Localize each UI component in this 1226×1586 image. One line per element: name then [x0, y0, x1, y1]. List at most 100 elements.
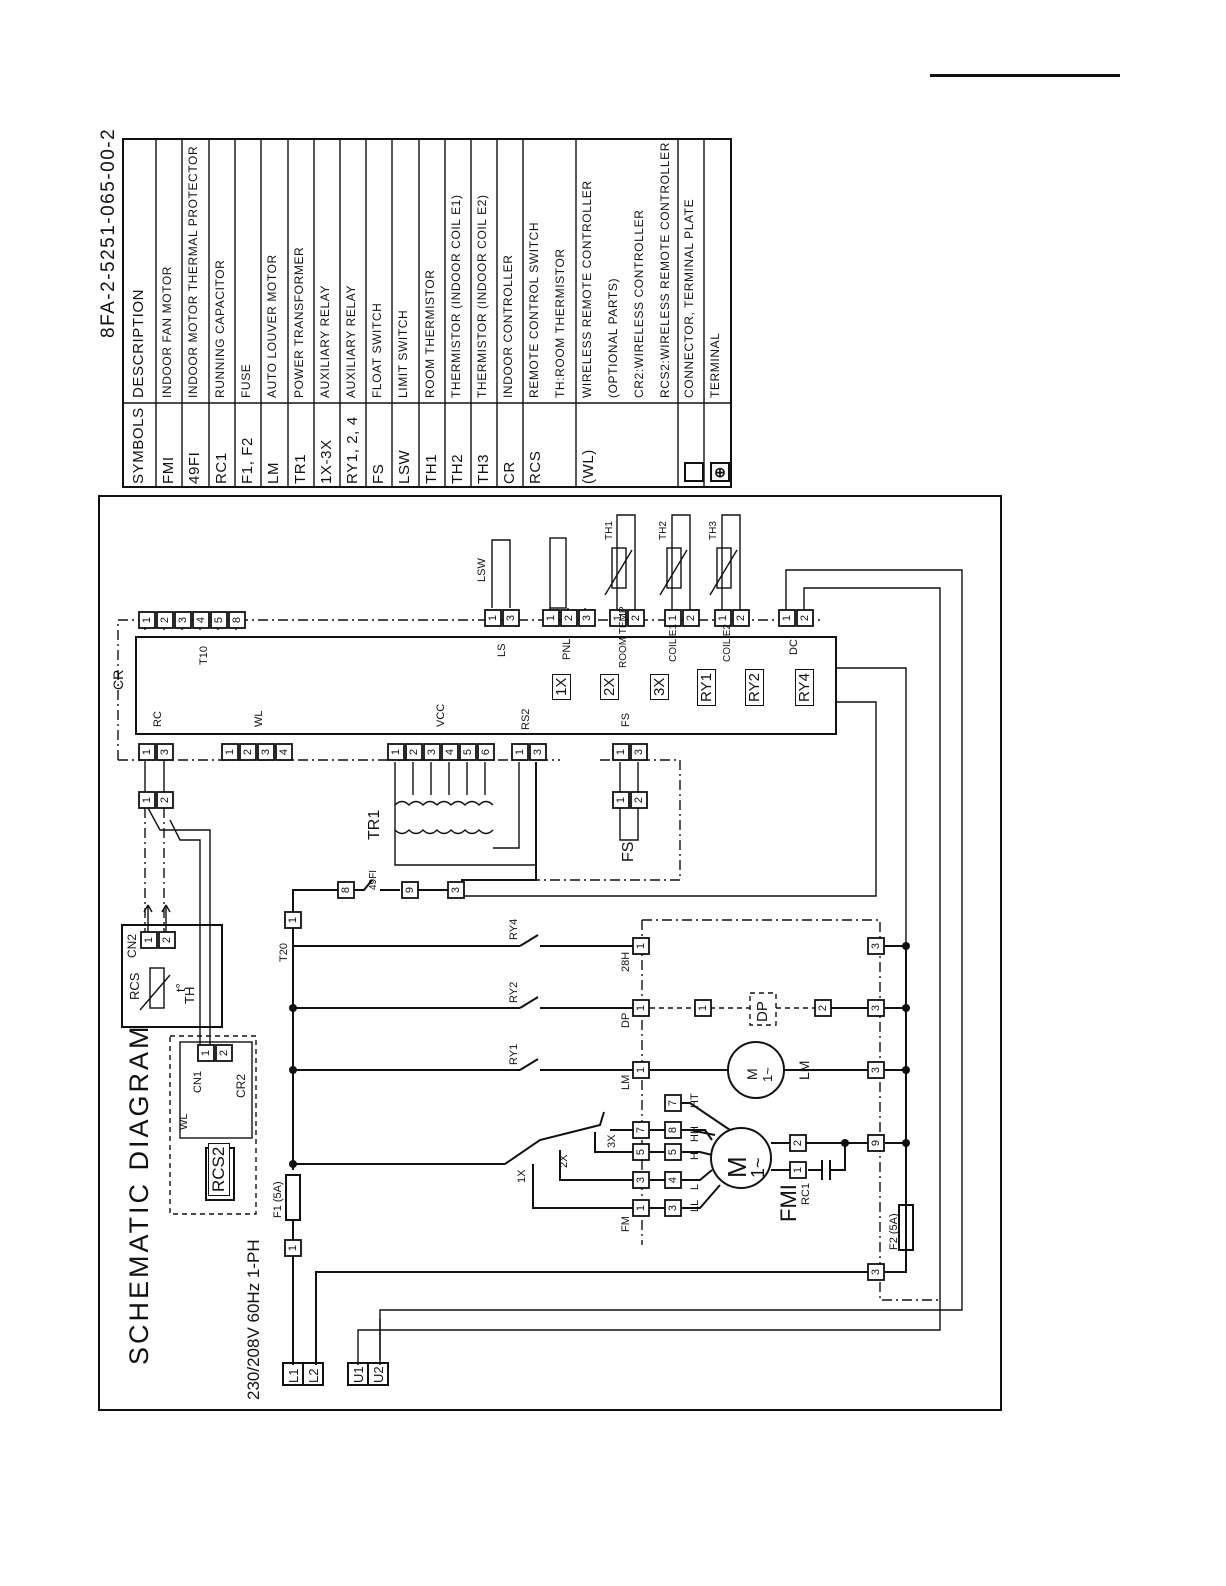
connector-pin: [664, 1171, 682, 1189]
connector-pin-number: 1: [615, 749, 627, 755]
connector-pin-number: 2: [563, 615, 575, 621]
label-rcs: RCS: [127, 972, 142, 1000]
label-th1: TH1: [604, 521, 615, 540]
label-relay-2x: 2X: [600, 673, 619, 700]
label-rcs2: RCS2: [208, 1142, 230, 1196]
connector-pin-number: 1: [667, 615, 679, 621]
connector-pin-number: 5: [635, 1149, 647, 1155]
schematic-frame: [98, 495, 1002, 1411]
connector-pin: [529, 743, 547, 761]
connector-pin: [632, 1143, 650, 1161]
connector-pin: [632, 1199, 650, 1217]
connector-pin: [612, 743, 630, 761]
connector-pin: [632, 1061, 650, 1079]
connector-pin: [789, 1134, 807, 1152]
connector-pin-number: 2: [817, 1005, 829, 1011]
connector-pin-number: 2: [161, 937, 173, 943]
connector-pin-number: 4: [667, 1177, 679, 1183]
connector-pin: [156, 611, 174, 629]
connector-pin-number: 3: [426, 749, 438, 755]
connector-pin-number: 1: [514, 749, 526, 755]
connector-pin: [630, 743, 648, 761]
label-ry4-sw: RY4: [508, 918, 520, 940]
connector-pin-number: 1: [287, 1245, 299, 1251]
connector-pin-number: 3: [870, 1067, 882, 1073]
connector-pin: [789, 1161, 807, 1179]
label-x3-sw: 3X: [606, 1134, 618, 1148]
connector-pin-number: 1: [287, 917, 299, 923]
connector-pin: [156, 791, 174, 809]
connector-pin-number: 3: [870, 1005, 882, 1011]
label-ry1-sw: RY1: [508, 1043, 520, 1065]
connector-pin-number: 3: [581, 615, 593, 621]
connector-pin-number: 1: [141, 617, 153, 623]
connector-pin: [694, 999, 712, 1017]
connector-pin-number: 1: [615, 797, 627, 803]
connector-pin: [441, 743, 459, 761]
terminal-plus-icon: ⊕: [710, 462, 730, 482]
connector-pin-number: 6: [480, 749, 492, 755]
connector-pin-number: 1: [143, 937, 155, 943]
label-term-l2: L2: [306, 1368, 321, 1383]
connector-pin: [632, 1171, 650, 1189]
connector-pin-number: 5: [462, 749, 474, 755]
label-vcc: VCC: [435, 703, 447, 727]
connector-pin-number: 1: [612, 615, 624, 621]
connector-pin: [239, 743, 257, 761]
connector-pin-number: 1: [717, 615, 729, 621]
connector-pin-number: 1: [697, 1005, 709, 1011]
connector-pin-number: 1: [390, 749, 402, 755]
label-th2: TH2: [658, 521, 669, 540]
label-p49fi: 49FI: [368, 869, 379, 890]
connector-pin-number: 5: [213, 617, 225, 623]
connector-pin: [664, 609, 682, 627]
connector-pin: [138, 743, 156, 761]
label-motor-phase: 1~: [748, 1157, 768, 1178]
connector-pin: [511, 743, 529, 761]
connector-pin: [477, 743, 495, 761]
connector-pin: [682, 609, 700, 627]
label-hh: HH: [689, 1126, 701, 1142]
connector-pin: [542, 609, 560, 627]
connector-pin: [140, 931, 158, 949]
label-fm-conn: FM: [620, 1216, 632, 1232]
connector-square-icon: [684, 462, 704, 482]
connector-pin-number: 2: [218, 1050, 230, 1056]
label-rc1: RC1: [800, 1182, 812, 1205]
label-term-l1: L1: [286, 1368, 301, 1383]
label-dc: DC: [788, 639, 800, 655]
connector-pin-number: 1: [635, 1205, 647, 1211]
connector-pin: [778, 609, 796, 627]
label-cr: CR: [110, 669, 126, 690]
connector-pin-number: 2: [159, 617, 171, 623]
indoor-controller-box: [135, 636, 837, 735]
connector-pin-number: 1: [224, 749, 236, 755]
label-th3: TH3: [708, 521, 719, 540]
connector-pin: [459, 743, 477, 761]
connector-pin: [484, 609, 502, 627]
label-fmi: FMI: [776, 1184, 801, 1222]
label-cn2: CN2: [125, 933, 139, 958]
connector-pin-number: 2: [242, 749, 254, 755]
connector-pin-number: 2: [159, 797, 171, 803]
label-term-u1: U1: [351, 1366, 366, 1383]
connector-pin: [502, 609, 520, 627]
label-cr2: CR2: [234, 1073, 248, 1098]
label-cn1: CN1: [192, 1070, 204, 1093]
label-f1: F1 (5A): [272, 1181, 284, 1218]
connector-pin: [192, 611, 210, 629]
connector-pin-number: 1: [545, 615, 557, 621]
connector-pin-number: 1: [781, 615, 793, 621]
label-ht: HT: [689, 1093, 701, 1108]
label-rc: RC: [152, 711, 164, 727]
connector-pin: [627, 609, 645, 627]
label-t-deg: t°: [173, 983, 188, 992]
connector-pin-number: 8: [340, 887, 352, 893]
label-fs-switch: FS: [620, 841, 637, 862]
connector-pin-number: 4: [195, 617, 207, 623]
label-x1-sw: 1X: [516, 1169, 528, 1183]
connector-pin: [609, 609, 627, 627]
label-x2-sw: 2X: [558, 1154, 570, 1168]
connector-pin: [423, 743, 441, 761]
